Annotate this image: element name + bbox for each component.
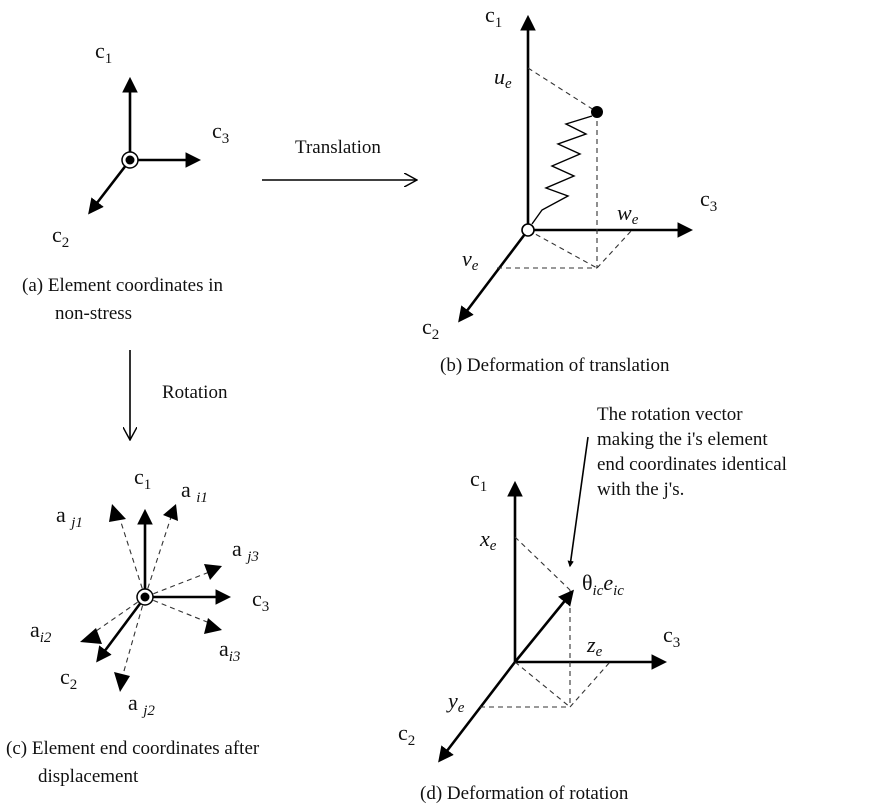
dash-ai2 (88, 596, 146, 637)
rotation-arrow-group: Rotation (130, 350, 228, 440)
dash-u-b (527, 67, 598, 113)
arrowhead-ai1 (163, 504, 178, 521)
caption-a-line1: (a) Element coordinates in (22, 275, 224, 296)
label-c2-d: c2 (398, 720, 415, 749)
origin-dot-c (140, 592, 150, 602)
dash-aj1 (117, 512, 146, 598)
label-x-e: xe (479, 526, 497, 554)
label-aj3: a j3 (232, 536, 259, 565)
label-aj1: a j1 (56, 502, 83, 531)
label-c1-a: c1 (95, 38, 112, 67)
c2-axis-d (438, 661, 517, 763)
panel-d: The rotation vector making the i's eleme… (398, 404, 787, 804)
rotation-label: Rotation (162, 382, 228, 403)
c2-axis-a (88, 159, 132, 215)
caption-d: (d) Deformation of rotation (420, 783, 629, 804)
dash-z-d (569, 661, 611, 708)
label-c3-a: c3 (212, 118, 229, 147)
label-c2-a: c2 (52, 222, 69, 251)
label-ai3: ai3 (219, 636, 240, 665)
translation-label: Translation (295, 137, 381, 158)
caption-a-line2: non-stress (55, 303, 132, 324)
translation-arrow-group: Translation (262, 137, 417, 180)
annotation-line2: making the i's element (597, 429, 768, 450)
panel-b: c1 c3 c2 ue ve we (b) Deformation of tra… (422, 2, 717, 376)
dash-ai3 (144, 596, 213, 625)
label-u-e: ue (494, 64, 512, 92)
displaced-node (591, 106, 603, 118)
label-c2-b: c2 (422, 314, 439, 343)
arrowhead-ai3 (204, 618, 222, 634)
spring (531, 115, 593, 225)
label-aj2: a j2 (128, 690, 155, 719)
dash-x-d (514, 536, 571, 591)
c2-axis-b (458, 229, 530, 323)
label-y-e: ye (446, 688, 465, 716)
annotation-line3: end coordinates identical (597, 454, 787, 475)
dash-aj3 (144, 570, 213, 598)
caption-c-line1: (c) Element end coordinates after (6, 738, 260, 759)
label-w-e: we (617, 200, 639, 228)
dash-diag-b (527, 229, 598, 269)
caption-b: (b) Deformation of translation (440, 355, 670, 376)
label-ai2: ai2 (30, 617, 52, 646)
arrowhead-ai2 (80, 628, 102, 644)
dash-diag-d (514, 661, 571, 708)
label-theta-e: θiceic (582, 570, 624, 599)
origin-dot-a (125, 155, 135, 165)
arrowhead-aj1 (109, 504, 126, 522)
label-c3-b: c3 (700, 186, 717, 215)
label-ai1: a i1 (181, 477, 208, 506)
dash-ai1 (144, 513, 173, 598)
annotation-pointer (567, 436, 589, 568)
arrowhead-aj2 (114, 672, 130, 692)
label-v-e: ve (462, 246, 479, 274)
label-c1-c: c1 (134, 464, 151, 493)
caption-c-line2: displacement (38, 766, 139, 787)
panel-c: c1 c3 c2 a j1 a i1 a j3 ai3 ai2 a j2 (c)… (6, 464, 269, 787)
annotation-line4: with the j's. (597, 479, 684, 500)
label-c1-b: c1 (485, 2, 502, 31)
label-c3-d: c3 (663, 622, 680, 651)
label-c1-d: c1 (470, 466, 487, 495)
origin-node-b (521, 223, 535, 237)
label-z-e: ze (586, 632, 603, 660)
dash-aj2 (121, 596, 146, 679)
dash-w-b (596, 229, 633, 269)
label-c2-c: c2 (60, 664, 77, 693)
panel-a: c1 c3 c2 (a) Element coordinates in non-… (22, 38, 229, 324)
arrowhead-aj3 (204, 564, 222, 580)
label-c3-c: c3 (252, 586, 269, 615)
c2-axis-c (96, 596, 147, 663)
annotation-line1: The rotation vector (597, 404, 743, 425)
rotation-vector (513, 589, 574, 663)
